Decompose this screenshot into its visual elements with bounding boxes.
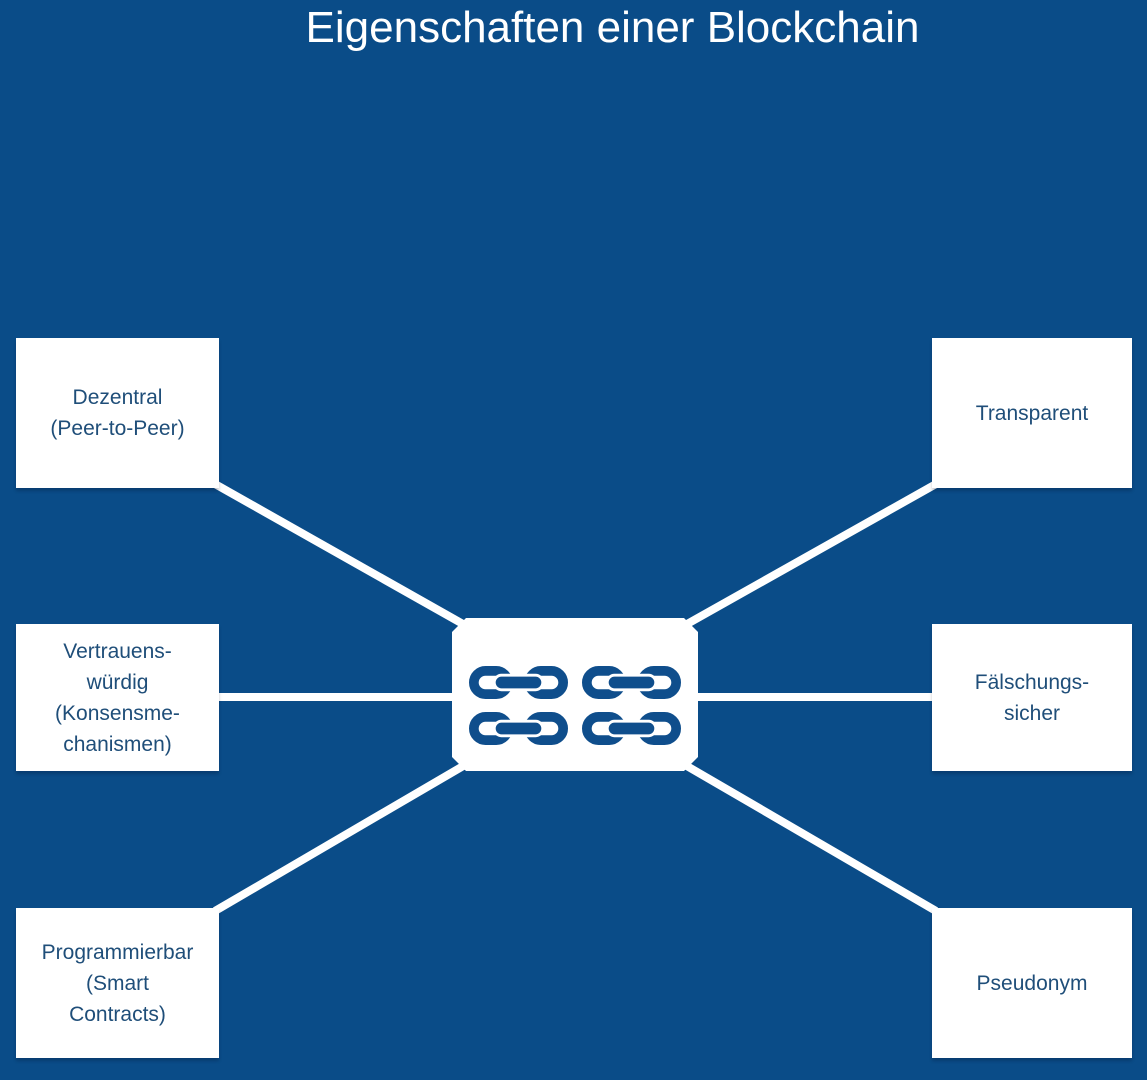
property-label-line: Fälschungs-: [974, 670, 1090, 694]
chain-link-icon: [582, 712, 681, 745]
property-label-line: chanismen): [63, 732, 172, 756]
property-label-line: (Konsensme-: [55, 701, 180, 725]
blockchain-center-node: [452, 618, 698, 771]
connector-line-bottom-right: [677, 758, 939, 915]
chain-link-icon: [582, 666, 681, 699]
property-box-vertrauenswuerdig: Vertrauens- würdig (Konsensme- chanismen…: [16, 624, 219, 771]
connector-line-top-right: [678, 480, 938, 632]
chain-link-icon: [469, 712, 568, 745]
property-label-line: Contracts): [69, 1002, 166, 1026]
property-box-transparent: Transparent: [932, 338, 1132, 488]
property-label-line: (Peer-to-Peer): [50, 417, 185, 440]
property-label-line: Vertrauens-: [63, 639, 172, 663]
connector-line-bottom-left: [212, 758, 473, 915]
property-label-line: Programmierbar: [41, 940, 194, 964]
diagram-title: Eigenschaften einer Blockchain: [305, 3, 920, 52]
property-box-programmierbar: Programmierbar (Smart Contracts): [16, 908, 219, 1058]
property-label-line: würdig: [86, 670, 149, 694]
property-box-faelschungssicher: Fälschungs- sicher: [932, 624, 1132, 771]
property-label-line: Pseudonym: [976, 971, 1088, 995]
property-label-line: (Smart: [86, 971, 149, 995]
property-box-dezentral: Dezentral (Peer-to-Peer): [16, 338, 219, 488]
property-label-line: Dezentral: [72, 386, 163, 409]
chain-icon-grid: [469, 666, 681, 745]
property-label-line: sicher: [1003, 701, 1061, 725]
property-box-pseudonym: Pseudonym: [932, 908, 1132, 1058]
chain-link-icon: [469, 666, 568, 699]
connector-line-top-left: [213, 480, 472, 632]
property-label-line: Transparent: [975, 401, 1089, 425]
